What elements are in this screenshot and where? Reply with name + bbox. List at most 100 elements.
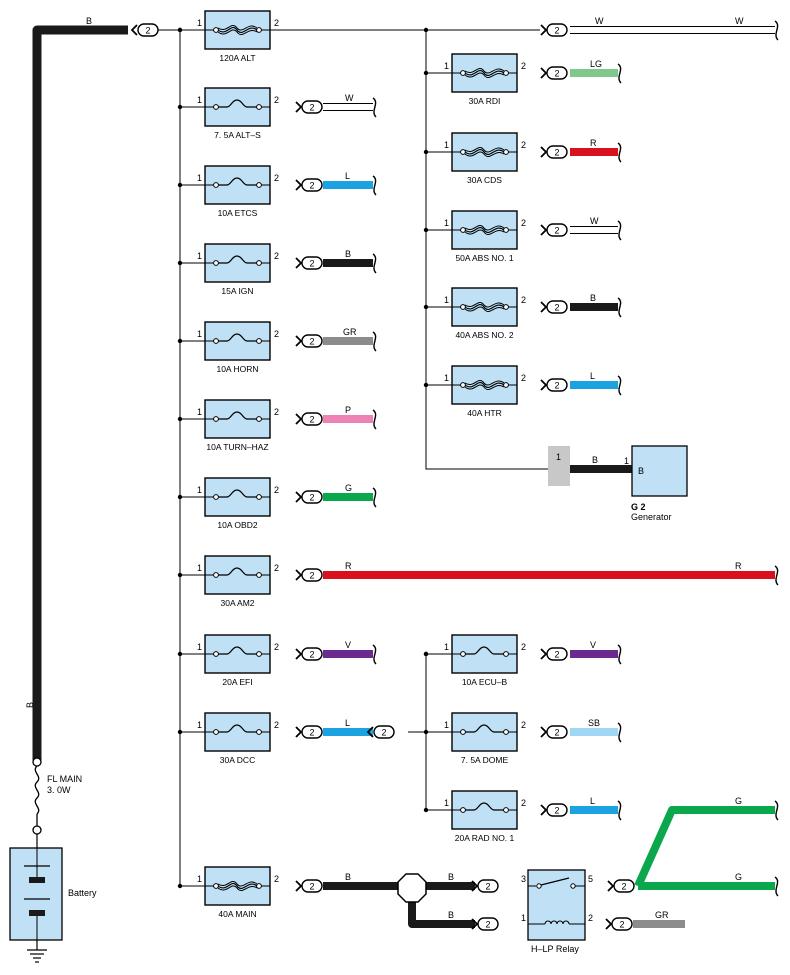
wire-color-code: B — [590, 293, 596, 303]
fuse-name: 10A ETCS — [218, 208, 258, 218]
wire-25: B — [570, 455, 632, 473]
connector-25: 2 — [605, 917, 633, 931]
connector-number: 2 — [309, 492, 314, 502]
fuse-pin-in: 1 — [197, 329, 202, 339]
connector-24: 2 — [607, 879, 635, 893]
wire-21: R — [570, 138, 622, 163]
fuse-pin-out: 2 — [274, 642, 279, 652]
connector-number: 2 — [554, 649, 559, 659]
wire-color-code: G — [345, 483, 352, 493]
wire-18: G — [638, 872, 779, 897]
wire-13: L — [323, 718, 373, 736]
fuse-name: 10A TURN–HAZ — [206, 442, 268, 452]
wire-2: W — [570, 16, 779, 41]
fuse-name: 7. 5A DOME — [461, 755, 509, 765]
wire-24: L — [570, 371, 622, 396]
ground-icon — [27, 940, 47, 963]
connector-number: 2 — [554, 225, 559, 235]
connector-18: 2 — [540, 378, 568, 392]
connector-2: 2 — [540, 23, 568, 37]
fuse-pin-in: 1 — [197, 173, 202, 183]
fuse-pin-out: 2 — [521, 642, 526, 652]
fuse-pin-in: 1 — [444, 61, 449, 71]
connector-13: 2 — [295, 879, 323, 893]
wire-color-code: W — [595, 16, 604, 26]
connector-number: 2 — [554, 68, 559, 78]
fuse-pin-out: 2 — [274, 485, 279, 495]
fuse-name: 30A AM2 — [220, 598, 254, 608]
connector-number: 2 — [554, 25, 559, 35]
connector-1: 2 — [130, 23, 159, 37]
fuse-pin-out: 2 — [274, 173, 279, 183]
fuse-pin-in: 1 — [197, 95, 202, 105]
wire-color-code: LG — [590, 59, 602, 69]
fuse-pin-out: 2 — [274, 720, 279, 730]
relay-pin-1: 1 — [521, 913, 526, 923]
fuse-name: 50A ABS NO. 1 — [455, 253, 513, 263]
fuse-pin-out: 2 — [521, 295, 526, 305]
wire-color-code: B — [448, 910, 454, 920]
fuse-pin-out: 2 — [521, 373, 526, 383]
wire-color-code: P — [345, 405, 351, 415]
wire-color-code: L — [345, 718, 350, 728]
hlp-relay: 3 5 1 2 H–LP Relay — [521, 869, 593, 954]
fusible-link-fl-main: FL MAIN 3. 0W — [32, 757, 82, 835]
wire-28: L — [570, 796, 622, 821]
connector-number: 2 — [309, 881, 314, 891]
fuse-name: 10A ECU–B — [462, 677, 508, 687]
wire-20: LG — [570, 59, 622, 84]
fuse-pin-in: 1 — [197, 563, 202, 573]
battery-feed: B B FL MAIN 3. 0W Battery — [9, 16, 128, 963]
wire-19: GR — [633, 910, 685, 928]
connector-number: 2 — [309, 258, 314, 268]
connector-7: 2 — [295, 412, 323, 426]
wire-color-code: V — [590, 640, 596, 650]
wire-color-code: B — [448, 872, 454, 882]
wire-4: W — [323, 93, 377, 118]
fuse-name: 20A RAD NO. 1 — [455, 833, 515, 843]
wire-color-code: GR — [343, 327, 357, 337]
connector-number: 2 — [554, 805, 559, 815]
wire-color-code: R — [735, 561, 742, 571]
fuse-pin-out: 2 — [274, 874, 279, 884]
connector-20: 2 — [540, 725, 568, 739]
fuse-pin-out: 2 — [274, 407, 279, 417]
connector-8: 2 — [295, 490, 323, 504]
fuse-pin-in: 1 — [197, 485, 202, 495]
wire-color-code: W — [590, 216, 599, 226]
connector-number: 2 — [485, 919, 490, 929]
fuse-name: 10A OBD2 — [217, 520, 257, 530]
wire-color-code: R — [345, 561, 352, 571]
main-wire-top-code: B — [86, 16, 92, 26]
wire-color-code: L — [345, 171, 350, 181]
wire-3: W — [735, 16, 744, 26]
connector-number: 2 — [309, 570, 314, 580]
gen-terminal: B — [638, 466, 644, 476]
connector-number: 2 — [309, 336, 314, 346]
fuse-pin-out: 2 — [274, 251, 279, 261]
bus-taps — [177, 27, 452, 889]
connector-6: 2 — [295, 334, 323, 348]
fuse-pin-in: 1 — [197, 642, 202, 652]
fuse-name: 30A DCC — [220, 755, 255, 765]
wire-10: R — [323, 561, 779, 586]
connector-number: 2 — [309, 102, 314, 112]
wire-color-code: W — [345, 93, 354, 103]
wire-6: B — [323, 249, 377, 274]
connector-19: 2 — [540, 647, 568, 661]
fuse-pin-out: 2 — [521, 61, 526, 71]
wire-color-code: G — [735, 796, 742, 806]
fuse-pin-in: 1 — [444, 798, 449, 808]
